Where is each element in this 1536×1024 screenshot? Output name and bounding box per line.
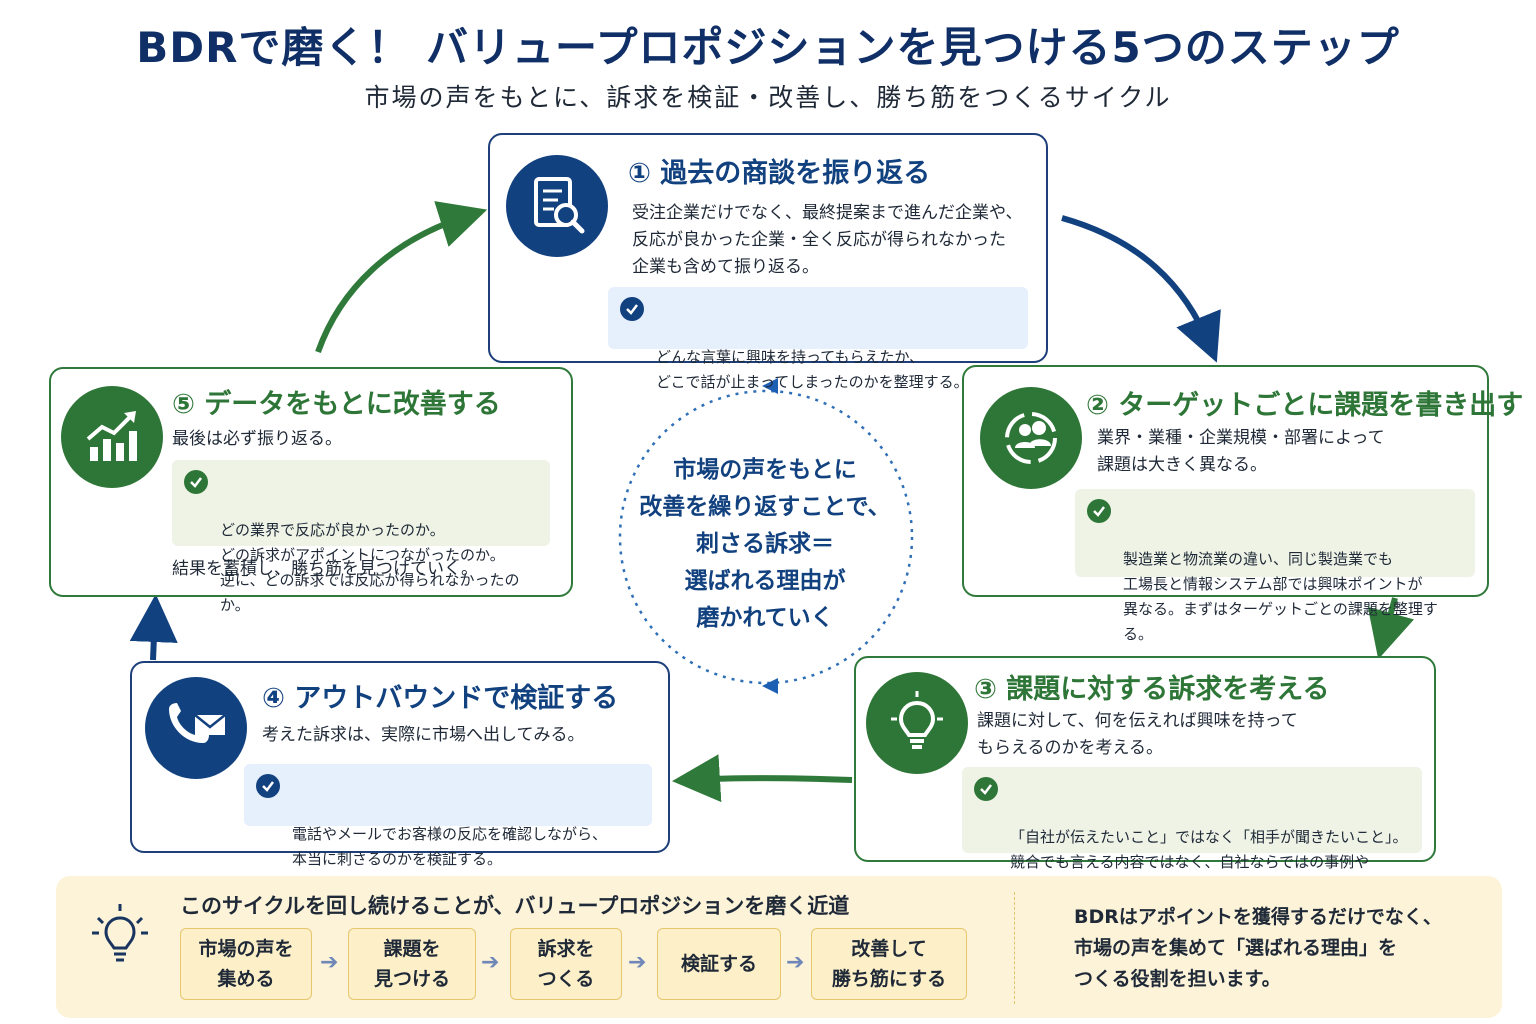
arrow-5-to-1 (315, 201, 488, 354)
step-check-1: どんな言葉に興味を持ってもらえたか、 どこで話が止まってしまったのかを整理する。 (608, 287, 1028, 391)
center-message: 市場の声をもとに 改善を繰り返すことで、 刺さる訴求＝ 選ばれる理由が 磨かれて… (639, 457, 891, 631)
flow-step-4: 検証する (657, 928, 781, 1000)
step-check-5: どの業界で反応が良かったのか。 どの訴求がアポイントにつながったのか。 逆に、ど… (172, 460, 550, 614)
step-check-4: 電話やメールでお客様の反応を確認しながら、 本当に刺さるのかを検証する。 (244, 764, 652, 868)
center-arrow-bottom (762, 678, 778, 694)
flow-step-2: 課題を 見つける (348, 928, 476, 1000)
lightbulb-icon (866, 672, 968, 774)
step-after-text-5: 結果を蓄積し、勝ち筋を見つけていく。 (172, 559, 478, 579)
step-text-5: 最後は必ず振り返る。 (172, 429, 342, 449)
step-title-3: ③ 課題に対する訴求を考える (974, 674, 1330, 705)
arrow-4-to-5 (129, 594, 178, 661)
lightbulb-icon (84, 900, 156, 976)
flow-step-1: 市場の声を 集める (180, 928, 312, 1000)
flow-arrow-icon: ➔ (628, 950, 647, 975)
step-title-4: ④ アウトバウンドで検証する (262, 683, 619, 714)
check-icon (256, 774, 280, 798)
bottom-title: このサイクルを回し続けることが、バリュープロポジションを磨く近道 (180, 894, 850, 918)
step-text-1: 受注企業だけでなく、最終提案まで進んだ企業や、 反応が良かった企業・全く反応が得… (632, 203, 1023, 277)
step-text-3: 課題に対して、何を伝えれば興味を持って もらえるのかを考える。 (977, 711, 1298, 758)
page-title: BDRで磨く！ バリュープロポジションを見つける5つのステップ (136, 23, 1400, 72)
flow-arrow-icon: ➔ (320, 950, 339, 975)
step-check-text-2: 製造業と物流業の違い、同じ製造業でも 工場長と情報システム部では興味ポイントが … (1123, 550, 1438, 643)
step-check-text-5: どの業界で反応が良かったのか。 どの訴求がアポイントにつながったのか。 逆に、ど… (220, 521, 520, 614)
step-title-5: ⑤ データをもとに改善する (172, 389, 501, 420)
step-check-2: 製造業と物流業の違い、同じ製造業でも 工場長と情報システム部では興味ポイントが … (1075, 489, 1475, 643)
step-title-1: ① 過去の商談を振り返る (628, 158, 931, 189)
flow-arrow-icon: ➔ (481, 950, 500, 975)
page-subtitle: 市場の声をもとに、訴求を検証・改善し、勝ち筋をつくるサイクル (364, 83, 1172, 112)
check-icon (974, 777, 998, 801)
step-check-text-1: どんな言葉に興味を持ってもらえたか、 どこで話が止まってしまったのかを整理する。 (656, 348, 969, 391)
flow-step-5: 改善して 勝ち筋にする (811, 928, 967, 1000)
document-search-icon (506, 155, 608, 257)
arrow-3-to-4 (672, 754, 853, 803)
arrow-1-to-2 (1061, 215, 1221, 363)
step-text-4: 考えた訴求は、実際に市場へ出してみる。 (262, 725, 585, 745)
target-people-icon (980, 387, 1082, 489)
check-icon (184, 470, 208, 494)
check-icon (620, 297, 644, 321)
growth-chart-icon (61, 386, 163, 488)
step-check-text-4: 電話やメールでお客様の反応を確認しながら、 本当に刺さるのかを検証する。 (292, 825, 608, 868)
phone-mail-icon (145, 677, 247, 779)
step-text-2: 業界・業種・企業規模・部署によって 課題は大きく異なる。 (1097, 428, 1385, 475)
step-title-2: ② ターゲットごとに課題を書き出す (1086, 390, 1524, 421)
bottom-note: BDRはアポイントを獲得するだけでなく、 市場の声を集めて「選ばれる理由」を つ… (1074, 906, 1442, 990)
step-check-3: 「自社が伝えたいこと」ではなく「相手が聞きたいこと」。 競合でも言える内容ではな… (962, 767, 1422, 896)
flow-arrow-icon: ➔ (786, 950, 805, 975)
flow-step-3: 訴求を つくる (510, 928, 622, 1000)
bottom-divider (1014, 892, 1015, 1004)
check-icon (1087, 499, 1111, 523)
